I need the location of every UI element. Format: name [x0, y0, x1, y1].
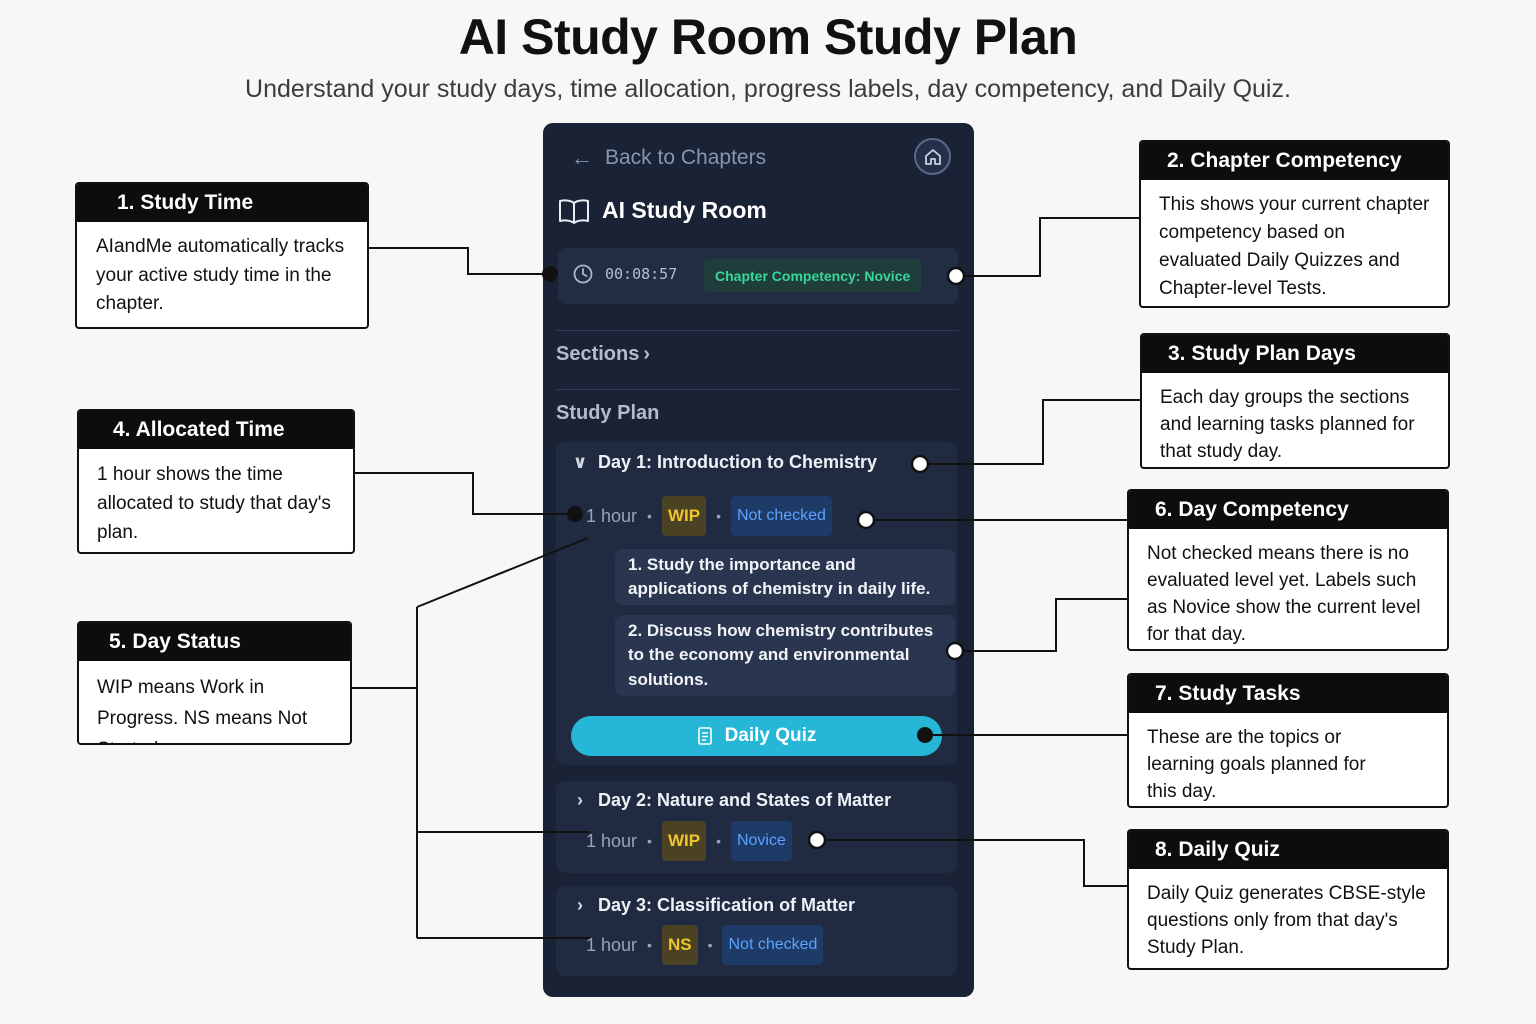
- callout-body: This shows your current chapter competen…: [1159, 194, 1430, 299]
- callout-body: AIandMe automatically tracks your active…: [96, 236, 345, 314]
- callout-title: 1. Study Time: [77, 184, 367, 222]
- day-status-badge: WIP: [661, 496, 707, 536]
- callout-title: 5. Day Status: [79, 623, 350, 661]
- chevron-right-icon: ›: [577, 790, 583, 810]
- callout-body: These are the topics or learning goals p…: [1147, 727, 1366, 802]
- chevron-right-icon: ›: [643, 343, 651, 365]
- page-title: AI Study Room Study Plan: [458, 9, 1078, 65]
- callout-body: Not checked means there is no evaluated …: [1147, 543, 1421, 645]
- back-label: Back to Chapters: [605, 146, 767, 169]
- day-title: Day 2: Nature and States of Matter: [598, 790, 892, 810]
- day-meta-2: 1 hour • WIP • Novice: [586, 821, 792, 861]
- callout-body: WIP means Work in Progress. NS means Not…: [97, 677, 308, 743]
- connector-allocated-time: [355, 472, 575, 515]
- home-icon: [923, 147, 943, 167]
- day-card-2: › Day 2: Nature and States of Matter 1 h…: [556, 781, 957, 873]
- sections-label: Sections: [556, 343, 640, 365]
- separator-dot: •: [707, 937, 713, 953]
- callout-body: 1 hour shows the time allocated to study…: [97, 464, 331, 543]
- separator-dot: •: [647, 508, 652, 524]
- open-book-icon: [558, 198, 590, 224]
- separator-dot: •: [716, 508, 721, 524]
- home-button[interactable]: [914, 138, 951, 175]
- day-competency-badge: Not checked: [722, 925, 824, 965]
- callout-title: 6. Day Competency: [1129, 491, 1447, 529]
- callout-allocated-time: 4. Allocated Time 1 hour shows the time …: [77, 409, 355, 554]
- separator-dot: •: [716, 833, 721, 849]
- sections-link[interactable]: Sections ›: [556, 343, 650, 366]
- connector-study-time: [369, 247, 550, 275]
- clock-icon: [573, 264, 593, 284]
- timer-value: 00:08:57: [605, 265, 678, 283]
- callout-study-plan-days: 3. Study Plan Days Each day groups the s…: [1140, 333, 1450, 469]
- day-header-1[interactable]: ∨ Day 1: Introduction to Chemistry: [568, 452, 877, 473]
- day-competency-badge: Not checked: [730, 496, 832, 536]
- connector-chapter-competency: [956, 217, 1139, 277]
- study-task: 1. Study the importance and applications…: [615, 549, 955, 605]
- back-to-chapters-link[interactable]: ← Back to Chapters: [571, 143, 766, 173]
- chevron-right-icon: ›: [577, 895, 583, 915]
- room-title: AI Study Room: [558, 197, 767, 224]
- day-title: Day 3: Classification of Matter: [598, 895, 856, 915]
- day-card-1: ∨ Day 1: Introduction to Chemistry 1 hou…: [556, 442, 957, 765]
- daily-quiz-button[interactable]: Daily Quiz: [571, 716, 942, 756]
- callout-title: 8. Daily Quiz: [1129, 831, 1447, 869]
- callout-daily-quiz: 8. Daily Quiz Daily Quiz generates CBSE-…: [1127, 829, 1449, 970]
- divider: [556, 389, 959, 390]
- callout-title: 7. Study Tasks: [1129, 675, 1447, 713]
- separator-dot: •: [647, 833, 652, 849]
- callout-title: 3. Study Plan Days: [1142, 335, 1448, 373]
- callout-chapter-competency: 2. Chapter Competency This shows your cu…: [1139, 140, 1450, 308]
- chevron-down-icon: ∨: [572, 452, 588, 472]
- quiz-doc-icon: [697, 727, 713, 745]
- study-timer: 00:08:57: [573, 264, 677, 284]
- connector-study-tasks: [955, 598, 1127, 652]
- callout-study-tasks: 7. Study Tasks These are the topics or l…: [1127, 673, 1449, 808]
- divider: [556, 330, 959, 331]
- day-status-badge: NS: [661, 925, 698, 965]
- callout-day-competency: 6. Day Competency Not checked means ther…: [1127, 489, 1449, 651]
- arrow-left-icon: ←: [571, 145, 593, 170]
- day-title: Day 1: Introduction to Chemistry: [598, 452, 878, 472]
- allocated-time: 1 hour: [586, 505, 638, 526]
- app-panel: ← Back to Chapters AI Study Room 00:08:5…: [543, 123, 974, 997]
- allocated-time: 1 hour: [586, 830, 638, 851]
- allocated-time: 1 hour: [586, 934, 638, 955]
- day-meta-3: 1 hour • NS • Not checked: [586, 925, 824, 965]
- study-task: 2. Discuss how chemistry contributes to …: [615, 615, 955, 696]
- day-meta-1: 1 hour • WIP • Not checked: [586, 496, 832, 536]
- page-subtitle: Understand your study days, time allocat…: [245, 75, 1291, 103]
- callout-day-status: 5. Day Status WIP means Work in Progress…: [77, 621, 352, 745]
- day-competency-badge: Novice: [730, 821, 792, 861]
- callout-body: Daily Quiz generates CBSE-style question…: [1147, 883, 1426, 958]
- callout-title: 4. Allocated Time: [79, 411, 353, 449]
- day-header-3[interactable]: › Day 3: Classification of Matter: [568, 895, 855, 916]
- callout-body: Each day groups the sections and learnin…: [1160, 387, 1415, 462]
- day-status-badge: WIP: [661, 821, 707, 861]
- callout-title: 2. Chapter Competency: [1141, 142, 1448, 180]
- day-card-3: › Day 3: Classification of Matter 1 hour…: [556, 886, 957, 976]
- quiz-label: Daily Quiz: [724, 725, 817, 746]
- callout-study-time: 1. Study Time AIandMe automatically trac…: [75, 182, 369, 329]
- study-stats-row: 00:08:57 Chapter Competency: Novice: [558, 248, 958, 304]
- day-header-2[interactable]: › Day 2: Nature and States of Matter: [568, 790, 891, 811]
- separator-dot: •: [647, 937, 652, 953]
- chapter-competency-badge: Chapter Competency: Novice: [704, 259, 922, 292]
- room-title-text: AI Study Room: [602, 197, 767, 223]
- study-plan-heading: Study Plan: [556, 402, 660, 424]
